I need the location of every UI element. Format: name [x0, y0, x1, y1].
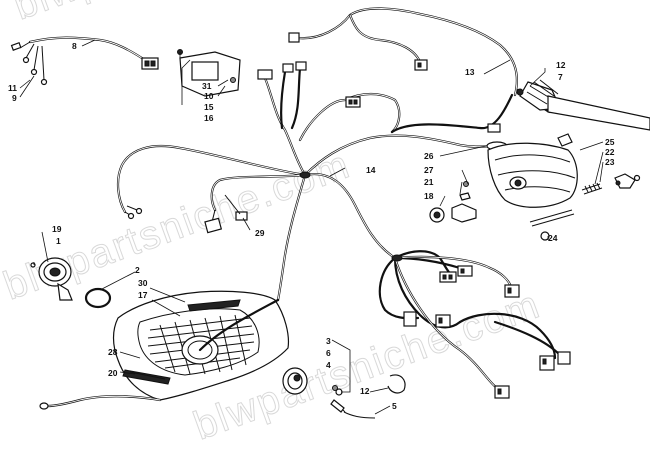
callout-10: 10: [204, 91, 214, 101]
callout-2: 2: [135, 265, 140, 275]
callout-1: 1: [56, 236, 61, 246]
lower-left-lead: [39, 298, 280, 410]
callout-8: 8: [72, 41, 77, 51]
callout-12-bottom: 12: [360, 386, 370, 396]
watermark-top: blwpartsniche.com: [8, 0, 366, 28]
callout-24: 24: [548, 233, 558, 243]
callout-21: 21: [424, 177, 434, 187]
callout-26: 26: [424, 151, 434, 161]
callout-31: 31: [202, 81, 212, 91]
callout-9: 9: [12, 93, 17, 103]
main-harness: [116, 61, 514, 302]
harness-right-lower: [378, 250, 571, 399]
callout-23: 23: [605, 157, 615, 167]
callout-6: 6: [326, 348, 331, 358]
leader-lines: [19, 39, 604, 415]
callout-11: 11: [8, 83, 17, 93]
callout-15: 15: [204, 102, 214, 112]
callout-7: 7: [558, 72, 563, 82]
handlebar-harness: [288, 7, 650, 131]
callout-30: 30: [138, 278, 148, 288]
harness-top-left: [10, 36, 159, 86]
callout-4: 4: [326, 360, 331, 370]
callout-17: 17: [138, 290, 148, 300]
callout-16: 16: [204, 113, 214, 123]
callout-labels: 8 11 9 31 10 15 16 13 12 7 14 26 27 21 1…: [8, 41, 615, 411]
headlight-assembly: [429, 133, 641, 241]
left-gauge: [30, 257, 112, 309]
callout-28: 28: [108, 347, 118, 357]
callout-14: 14: [366, 165, 376, 175]
callout-29: 29: [255, 228, 265, 238]
callout-3: 3: [326, 336, 331, 346]
callout-22: 22: [605, 147, 615, 157]
callout-20: 20: [108, 368, 118, 378]
callout-25: 25: [605, 137, 615, 147]
callout-19: 19: [52, 224, 62, 234]
callout-13: 13: [465, 67, 475, 77]
callout-12-top: 12: [556, 60, 566, 70]
callout-5: 5: [392, 401, 397, 411]
relay-bracket: [177, 49, 241, 97]
callout-27: 27: [424, 165, 434, 175]
lower-center-parts: [282, 367, 406, 419]
callout-18: 18: [424, 191, 434, 201]
